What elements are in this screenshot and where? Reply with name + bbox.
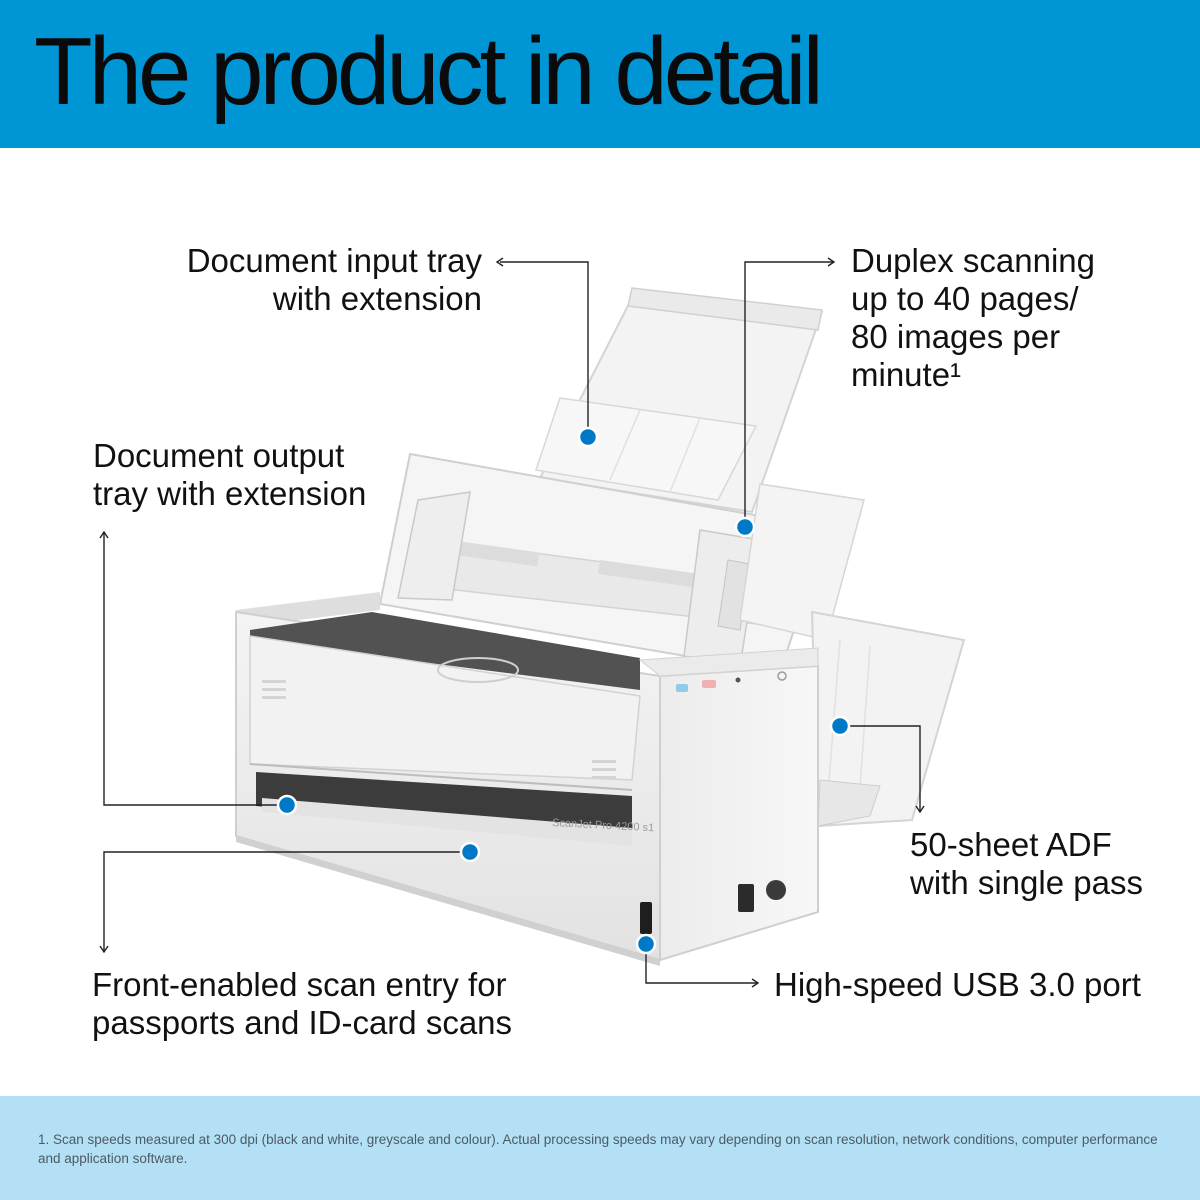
input-tray-extension <box>535 287 824 514</box>
marker-input-tray <box>577 426 599 448</box>
scanner-body <box>235 592 819 966</box>
model-label: ScanJet Pro 4200 s1 <box>552 817 655 834</box>
callout-front-entry-line2: passports and ID-card scans <box>92 1004 513 1041</box>
callout-duplex-line1: Duplex scanning <box>851 242 1095 279</box>
callout-input-tray-line1: Document input tray <box>186 242 482 279</box>
callout-adf-line2: with single pass <box>910 864 1143 901</box>
page-title: The product in detail <box>34 18 824 125</box>
callout-adf: 50-sheet ADF with single pass <box>910 826 1190 902</box>
callout-duplex: Duplex scanning up to 40 pages/ 80 image… <box>851 242 1171 394</box>
callout-output-tray: Document output tray with extension <box>93 437 433 513</box>
callout-usb: High-speed USB 3.0 port <box>774 966 1174 1004</box>
callout-input-tray: Document input tray with extension <box>120 242 482 318</box>
callout-adf-line1: 50-sheet ADF <box>910 826 1112 863</box>
header-banner: The product in detail <box>0 0 1200 148</box>
marker-duplex <box>734 516 756 538</box>
callout-front-entry: Front-enabled scan entry for passports a… <box>92 966 562 1042</box>
output-tray <box>739 483 966 828</box>
marker-adf <box>829 715 851 737</box>
callout-duplex-line2: up to 40 pages/ <box>851 280 1079 317</box>
footnote-banner: 1. Scan speeds measured at 300 dpi (blac… <box>0 1096 1200 1200</box>
callout-lines <box>99 257 925 988</box>
footnote-text: 1. Scan speeds measured at 300 dpi (blac… <box>38 1132 1158 1166</box>
callout-output-tray-line1: Document output <box>93 437 345 474</box>
callout-output-tray-line2: tray with extension <box>93 475 367 512</box>
callout-duplex-line4: minute¹ <box>851 356 962 393</box>
callout-usb-line1: High-speed USB 3.0 port <box>774 966 1141 1003</box>
callout-front-entry-line1: Front-enabled scan entry for <box>92 966 507 1003</box>
callout-input-tray-line2: with extension <box>272 280 482 317</box>
callout-duplex-line3: 80 images per <box>851 318 1061 355</box>
marker-usb <box>635 933 657 955</box>
marker-front-entry <box>459 841 481 863</box>
input-tray <box>378 452 830 674</box>
marker-output-tray <box>276 794 298 816</box>
